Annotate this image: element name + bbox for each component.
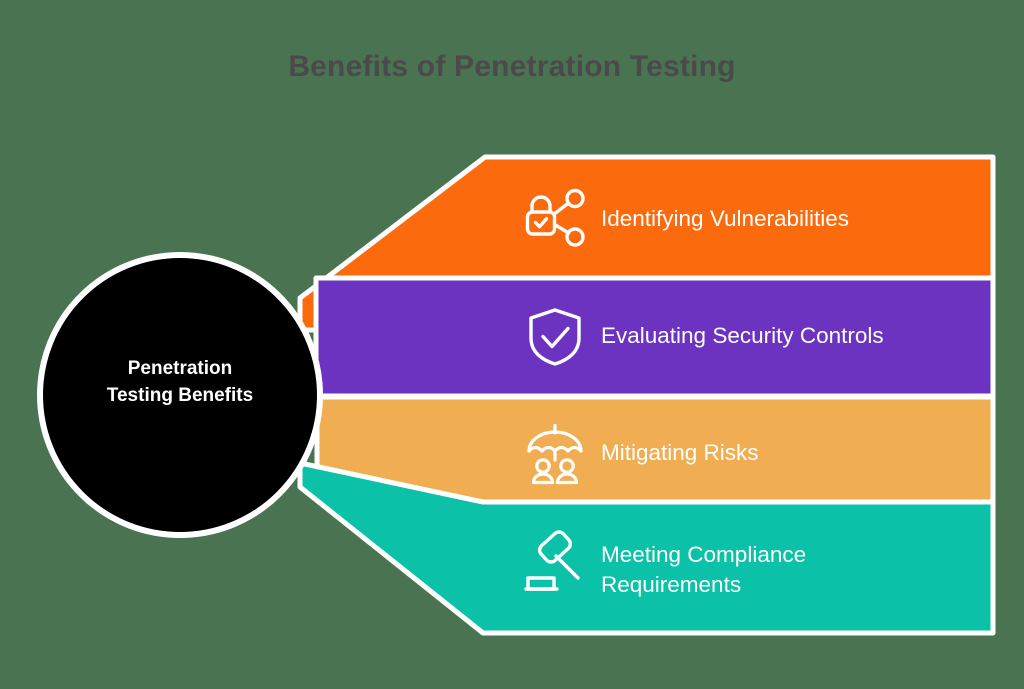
band-label-3: Mitigating Risks <box>601 440 759 465</box>
umbrella-people-icon <box>527 423 583 485</box>
band-label-1: Identifying Vulnerabilities <box>601 206 850 231</box>
shield-check-icon <box>529 308 581 366</box>
hub-circle[interactable] <box>37 252 323 538</box>
hub-label: Penetration Testing Benefits <box>38 355 322 409</box>
lock-share-icon <box>525 188 585 247</box>
band-shape-4[interactable] <box>297 460 996 636</box>
band-label-4: Meeting Compliance Requirements <box>601 542 807 597</box>
gavel-icon <box>524 530 580 591</box>
hub-label-line-2: Testing Benefits <box>106 385 254 406</box>
hub-label-line-1: Penetration <box>127 358 233 379</box>
band-label-2: Evaluating Security Controls <box>601 323 884 348</box>
page-title: Benefits of Penetration Testing <box>288 50 736 83</box>
